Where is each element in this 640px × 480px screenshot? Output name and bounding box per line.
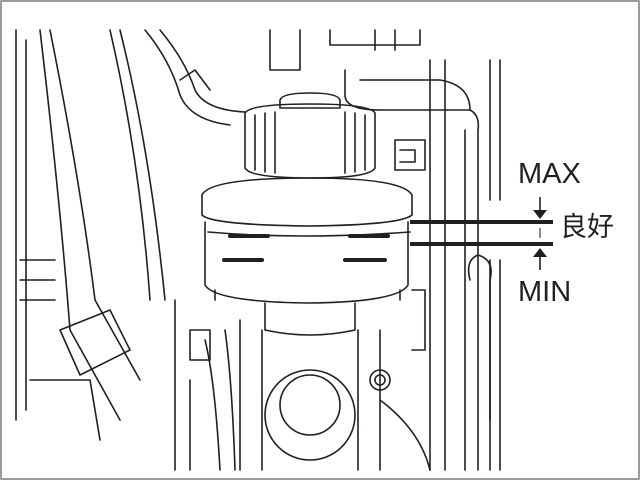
- good-range-label: 良好: [560, 212, 614, 243]
- level-markers: [410, 197, 553, 270]
- right-structure-lines: [394, 59, 501, 471]
- reservoir-cap: [244, 92, 376, 179]
- max-label: MAX: [518, 158, 581, 190]
- max-arrow-icon: [533, 210, 547, 219]
- left-panel-lines: [15, 29, 166, 441]
- upper-hoses: [144, 29, 480, 131]
- reservoir-body: [201, 177, 413, 304]
- min-label: MIN: [518, 276, 572, 308]
- min-arrow-icon: [533, 248, 547, 257]
- reservoir-neck-and-fitting: [174, 299, 431, 471]
